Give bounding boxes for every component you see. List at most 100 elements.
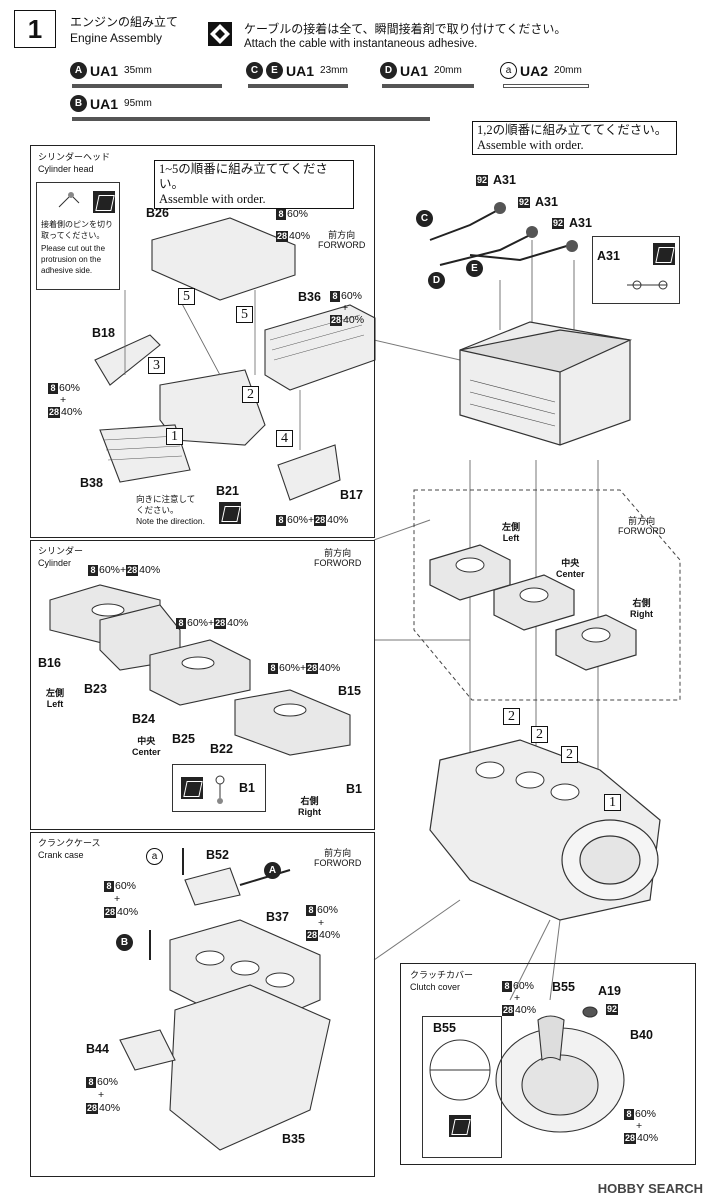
forward-jp: 前方向: [328, 230, 356, 240]
step-marker-3: 3: [148, 357, 165, 374]
step-marker-1: 1: [604, 794, 621, 811]
right-en: Right: [630, 609, 653, 619]
cable-part: UA1: [90, 95, 119, 112]
cylinder-panel: [30, 540, 375, 830]
cable-bar: [382, 84, 474, 88]
cable-bar: [72, 84, 222, 88]
pin-note-jp: 接着側のピンを切り取ってください。: [41, 220, 113, 240]
plus-sign: +: [342, 302, 349, 314]
pin-note-box: 接着側のピンを切り取ってください。 Please cut out the pro…: [36, 182, 120, 290]
paint-pct: 60%: [317, 904, 339, 916]
paint-code: 28: [126, 565, 139, 576]
paint-pct: 40%: [327, 514, 349, 526]
part-B16: B16: [38, 656, 61, 670]
b1-inset-box: B1: [172, 764, 266, 812]
cylinder-title-jp: シリンダー: [38, 546, 84, 556]
paint-code: 92: [518, 197, 531, 208]
glue-diamond-icon: [208, 22, 232, 46]
paint-code: 28: [306, 663, 319, 674]
glue-note-en: Attach the cable with instantaneous adhe…: [244, 38, 478, 50]
part-B1: B1: [346, 782, 362, 796]
step-marker-2: 2: [242, 386, 259, 403]
cable-label-a: a: [500, 62, 517, 79]
direction-note: 向きに注意して ください。 Note the direction.: [136, 494, 205, 527]
cable-length: 20mm: [554, 65, 582, 76]
cable-part: UA1: [90, 62, 119, 79]
part-B37: B37: [266, 910, 289, 924]
part-B18: B18: [92, 326, 115, 340]
right-label: 右側 Right: [630, 598, 653, 620]
paint-pct: 40%: [319, 929, 341, 941]
forward-en: FORWORD: [618, 526, 666, 536]
right-en: Right: [298, 807, 321, 817]
part-B21: B21: [216, 484, 239, 498]
left-en: Left: [502, 533, 520, 543]
paint-code: 8: [88, 565, 98, 576]
paint-code: 28: [502, 1005, 515, 1016]
left-jp: 左側: [46, 688, 65, 698]
a31-label-3: 92 A31: [552, 217, 592, 230]
paint-code: 28: [86, 1103, 99, 1114]
part-B25: B25: [172, 732, 195, 746]
a31-label-1: 92 A31: [476, 174, 516, 187]
paint-pct: 40%: [227, 617, 249, 629]
paint-pct: 40%: [61, 406, 83, 418]
right-jp: 右側: [632, 598, 651, 608]
direction-note-en: Note the direction.: [136, 516, 205, 526]
step-marker-2: 2: [503, 708, 520, 725]
paint-pct: 60%: [341, 290, 363, 302]
paint-code: 8: [502, 981, 512, 992]
b55-inset-box: B55: [422, 1016, 502, 1158]
step-marker-1: 1: [166, 428, 183, 445]
center-jp: 中央: [561, 558, 580, 568]
cable-part: UA1: [286, 62, 315, 79]
a31-label-2: 92 A31: [518, 196, 558, 209]
plus-sign: +: [308, 514, 315, 526]
part-B26: B26: [146, 206, 169, 220]
a31-inset-box: A31: [592, 236, 680, 304]
part-B55: B55: [552, 980, 575, 994]
paint-pct: 60%: [279, 662, 301, 674]
cable-length: 20mm: [434, 65, 462, 76]
cable-bar: [72, 117, 430, 121]
plus-sign: +: [114, 893, 121, 905]
b1-part-icon: [215, 775, 225, 804]
right-label: 右側 Right: [298, 796, 321, 818]
paint-pct: 40%: [637, 1132, 659, 1144]
paint-code: 28: [306, 930, 319, 941]
forward-label: 前方向 FORWORD: [618, 516, 665, 536]
paint-pct: 60%: [115, 880, 137, 892]
glue-note-jp: ケーブルの接着は全て、瞬間接着剤で取り付けてください。: [244, 22, 567, 36]
a31-part-icon: [627, 280, 668, 290]
cut-icon: [181, 777, 203, 799]
crank-case-title-jp: クランクケース: [38, 838, 101, 848]
paint-pct: 40%: [117, 906, 139, 918]
paint-code: 8: [276, 515, 286, 526]
cable-label-C: C: [246, 62, 263, 79]
cable-b-legend: B UA1 95mm: [70, 95, 152, 112]
paint-pct: 40%: [289, 230, 311, 242]
order-en: Assemble with order.: [477, 138, 584, 152]
paint-code: 8: [48, 383, 58, 394]
part-B38: B38: [80, 476, 103, 490]
order-jp: 1,2の順番に組み立ててください。: [477, 123, 668, 137]
paint-pct: 40%: [319, 662, 341, 674]
paint-code: 8: [268, 663, 278, 674]
paint-code: 28: [214, 618, 227, 629]
paint-code: 92: [552, 218, 565, 229]
paint-pct: 60%: [59, 382, 81, 394]
paint-code: 8: [86, 1077, 96, 1088]
cable-label-B: B: [116, 934, 133, 951]
cut-icon: [449, 1115, 471, 1137]
step-title-jp: エンジンの組み立て: [70, 15, 179, 29]
forward-en: FORWORD: [318, 240, 366, 250]
right-jp: 右側: [300, 796, 319, 806]
cable-bar-outline: [503, 84, 589, 88]
part-A31: A31: [535, 195, 558, 209]
cable-label-D: D: [380, 62, 397, 79]
left-label: 左側 Left: [46, 688, 64, 710]
